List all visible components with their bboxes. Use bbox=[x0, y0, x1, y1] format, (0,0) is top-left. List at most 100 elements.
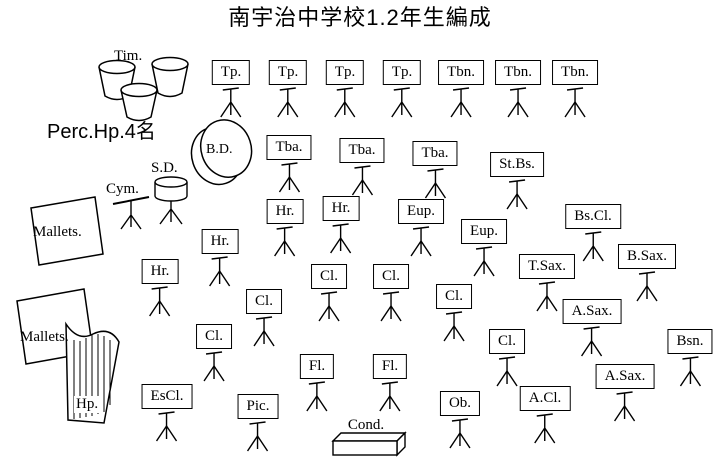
music-stand-icon bbox=[506, 179, 528, 210]
instrument-label: A.Sax. bbox=[595, 364, 655, 389]
music-stand-icon bbox=[564, 87, 586, 118]
music-stand-group: A.Cl. bbox=[519, 386, 571, 446]
music-stand-group: Tp. bbox=[211, 60, 251, 120]
music-stand-group: Cl. bbox=[196, 324, 232, 384]
music-stand-group: Tba. bbox=[266, 135, 312, 195]
music-stand-icon bbox=[449, 418, 471, 449]
music-stand-icon bbox=[247, 421, 269, 452]
mallets-label-1: Mallets. bbox=[33, 224, 82, 240]
instrument-label: Cl. bbox=[436, 284, 472, 309]
bass-drum-label: B.D. bbox=[206, 142, 233, 157]
music-stand-icon bbox=[450, 87, 472, 118]
instrument-label: Cl. bbox=[373, 264, 409, 289]
music-stand-group: EsCl. bbox=[141, 384, 193, 444]
instrument-label: Eup. bbox=[398, 199, 444, 224]
instrument-label: Hr. bbox=[266, 199, 304, 224]
music-stand-icon bbox=[534, 413, 556, 444]
mallet-instrument-icon-1 bbox=[30, 196, 104, 266]
music-stand-icon bbox=[277, 87, 299, 118]
music-stand-icon bbox=[614, 391, 636, 422]
music-stand-icon bbox=[156, 411, 178, 442]
instrument-label: T.Sax. bbox=[518, 254, 576, 279]
music-stand-group: Tbn. bbox=[552, 60, 598, 120]
conductor-podium-icon bbox=[331, 431, 407, 457]
instrument-label: Cl. bbox=[311, 264, 347, 289]
instrument-label: Hr. bbox=[201, 229, 239, 254]
music-stand-icon bbox=[410, 226, 432, 257]
music-stand-icon bbox=[582, 231, 604, 262]
instrument-label: Tbn. bbox=[438, 60, 484, 85]
music-stand-icon bbox=[220, 87, 242, 118]
music-stand-group: Tp. bbox=[382, 60, 422, 120]
instrument-label: Tbn. bbox=[495, 60, 541, 85]
instrument-label: Tp. bbox=[211, 60, 251, 85]
music-stand-icon bbox=[330, 223, 352, 254]
music-stand-icon bbox=[507, 87, 529, 118]
harp-label: Hp. bbox=[74, 396, 101, 413]
music-stand-icon bbox=[318, 291, 340, 322]
music-stand-group: Cl. bbox=[436, 284, 472, 344]
cymbal-icon bbox=[112, 196, 150, 230]
music-stand-icon bbox=[379, 381, 401, 412]
music-stand-icon bbox=[278, 162, 300, 193]
music-stand-icon bbox=[274, 226, 296, 257]
music-stand-group: Eup. bbox=[461, 219, 507, 279]
music-stand-group: Bsn. bbox=[667, 329, 713, 389]
timpani-label: Tim. bbox=[114, 48, 143, 64]
music-stand-group: Tbn. bbox=[438, 60, 484, 120]
music-stand-icon bbox=[443, 311, 465, 342]
conductor-label: Cond. bbox=[347, 417, 385, 433]
instrument-label: Eup. bbox=[461, 219, 507, 244]
music-stand-group: A.Sax. bbox=[562, 299, 622, 359]
snare-drum-icon bbox=[154, 176, 188, 225]
music-stand-icon bbox=[306, 381, 328, 412]
music-stand-group: Hr. bbox=[201, 229, 239, 289]
music-stand-group: Hr. bbox=[266, 199, 304, 259]
music-stand-icon bbox=[473, 246, 495, 277]
music-stand-group: Hr. bbox=[322, 196, 360, 256]
music-stand-icon bbox=[380, 291, 402, 322]
music-stand-group: Fl. bbox=[299, 354, 335, 414]
music-stand-icon bbox=[334, 87, 356, 118]
instrument-label: Tp. bbox=[382, 60, 422, 85]
instrument-label: Pic. bbox=[237, 394, 279, 419]
music-stand-group: Cl. bbox=[311, 264, 347, 324]
perc-hp-count-label: Perc.Hp.4名 bbox=[47, 121, 156, 143]
instrument-label: Tp. bbox=[325, 60, 365, 85]
music-stand-group: Eup. bbox=[398, 199, 444, 259]
music-stand-group: Tp. bbox=[325, 60, 365, 120]
instrument-label: Fl. bbox=[372, 354, 408, 379]
instrument-label: Ob. bbox=[439, 391, 481, 416]
music-stand-group: Fl. bbox=[372, 354, 408, 414]
music-stand-group: Cl. bbox=[373, 264, 409, 324]
music-stand-group: Bs.Cl. bbox=[565, 204, 621, 264]
instrument-label: EsCl. bbox=[141, 384, 193, 409]
bass-drum-icon bbox=[190, 119, 253, 186]
cymbal-label: Cym. bbox=[106, 181, 139, 197]
timpani-icon bbox=[98, 56, 189, 122]
music-stand-group: Tba. bbox=[339, 138, 385, 198]
music-stand-group: Pic. bbox=[237, 394, 279, 454]
music-stand-group: Cl. bbox=[489, 329, 525, 389]
music-stand-group: Tbn. bbox=[495, 60, 541, 120]
music-stand-group: T.Sax. bbox=[518, 254, 576, 314]
music-stand-group: A.Sax. bbox=[595, 364, 655, 424]
instrument-label: Cl. bbox=[196, 324, 232, 349]
music-stand-group: Cl. bbox=[246, 289, 282, 349]
music-stand-group: Tba. bbox=[412, 141, 458, 201]
instrument-label: Tba. bbox=[339, 138, 385, 163]
instrument-label: Cl. bbox=[246, 289, 282, 314]
instrument-label: Tp. bbox=[268, 60, 308, 85]
instrument-label: A.Sax. bbox=[562, 299, 622, 324]
music-stand-icon bbox=[424, 168, 446, 199]
instrument-label: Hr. bbox=[141, 259, 179, 284]
music-stand-group: St.Bs. bbox=[490, 152, 544, 212]
instrument-label: Cl. bbox=[489, 329, 525, 354]
music-stand-icon bbox=[351, 165, 373, 196]
music-stand-icon bbox=[496, 356, 518, 387]
mallets-label-2: Mallets. bbox=[20, 329, 69, 345]
music-stand-icon bbox=[253, 316, 275, 347]
instrument-label: Hr. bbox=[322, 196, 360, 221]
